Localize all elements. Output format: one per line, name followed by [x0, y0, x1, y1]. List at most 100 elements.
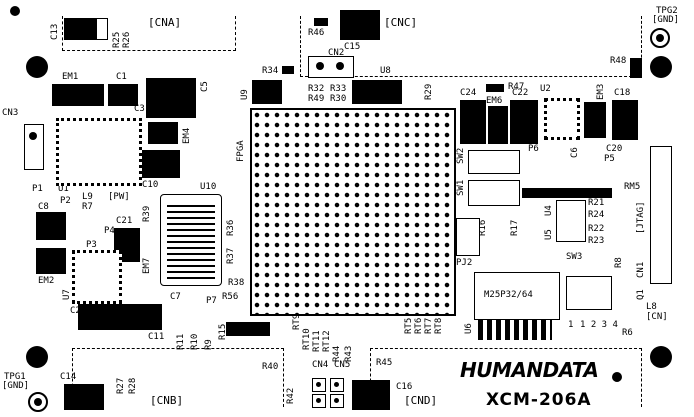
sw2-switch[interactable]	[468, 150, 520, 174]
ref-p6: P6	[528, 144, 539, 154]
r34-pad	[282, 66, 294, 74]
label-cn5: CN5	[334, 360, 351, 370]
u7-chip	[72, 250, 122, 304]
cn3-connector[interactable]	[24, 124, 44, 170]
ref-u8: U8	[380, 66, 391, 76]
label-cnc: [CNC]	[384, 16, 418, 29]
em6-filter	[488, 106, 508, 144]
ref-u2: U2	[540, 84, 551, 94]
ref-r10: R10	[190, 333, 200, 350]
u6-pins	[478, 320, 552, 340]
ref-r27: R27	[116, 377, 126, 394]
c23-cap	[78, 304, 162, 330]
ref-c1: C1	[116, 72, 127, 82]
ref-c16: C16	[396, 382, 413, 392]
ref-u9: U9	[240, 89, 250, 100]
rt-strip-bottom: RT9	[292, 313, 302, 330]
ref-u10: U10	[200, 182, 217, 192]
tpg2-testpoint[interactable]	[650, 28, 670, 48]
ref-r37: R37	[226, 247, 236, 264]
ref-r7: R7	[82, 202, 93, 212]
ref-em7: EM7	[142, 257, 152, 274]
ref-p4: P4	[104, 226, 115, 236]
ref-r21: R21	[588, 198, 605, 208]
fiducial-bottom-right	[612, 372, 622, 382]
ref-em2: EM2	[38, 276, 55, 286]
ref-c13: C13	[50, 23, 60, 40]
cn5-pin1[interactable]	[330, 378, 344, 392]
label-tpg1: TPG1	[4, 372, 26, 382]
ref-r6: R6	[622, 328, 633, 338]
ref-r45: R45	[376, 358, 393, 368]
c1-cap	[108, 84, 138, 106]
cn2-connector[interactable]	[308, 56, 354, 78]
ref-r42: R42	[286, 387, 296, 404]
tpg1-testpoint[interactable]	[28, 392, 48, 412]
label-cn2: CN2	[328, 48, 345, 58]
label-cnb: [CNB]	[150, 394, 184, 407]
ref-em6: EM6	[486, 96, 503, 106]
ref-u1: U1	[58, 184, 69, 194]
ref-r32: R32	[308, 84, 325, 94]
model-name: XCM-206A	[486, 390, 592, 410]
rt-strip-right-3: RT8	[434, 317, 444, 334]
label-jtag: [JTAG]	[636, 201, 646, 234]
cnd-outline	[370, 348, 642, 407]
ref-em1: EM1	[62, 72, 79, 82]
u1-chip	[56, 118, 142, 186]
u8-chip	[352, 80, 402, 104]
ref-c6: C6	[570, 147, 580, 158]
u4-chip	[556, 200, 586, 242]
mount-hole-top-right	[650, 56, 672, 78]
u9-chip	[252, 80, 282, 104]
label-cn3: CN3	[2, 108, 19, 118]
ref-r39: R39	[142, 205, 152, 222]
ref-u7: U7	[62, 289, 72, 300]
r47-pad	[486, 84, 504, 92]
ref-r30: R30	[330, 94, 347, 104]
cn4-pin1[interactable]	[312, 378, 326, 392]
humandata-logo: HUMANDATA	[460, 358, 599, 382]
ref-r26: R26	[122, 31, 132, 48]
c10-cap	[140, 150, 180, 178]
label-cnd: [CND]	[404, 394, 438, 407]
ref-rm5: RM5	[624, 182, 641, 192]
ref-c15: C15	[344, 42, 361, 52]
rt-strip-right-0: RT5	[404, 317, 414, 334]
label-pw: [PW]	[108, 192, 130, 202]
pj2-jumper[interactable]	[456, 218, 480, 256]
cnc-outline	[300, 16, 642, 77]
label-cn4: CN4	[312, 360, 329, 370]
ref-u6: U6	[464, 323, 474, 334]
label-pj2: PJ2	[456, 258, 473, 268]
ref-r24: R24	[588, 210, 605, 220]
ref-r48: R48	[610, 56, 627, 66]
ref-q1: Q1	[636, 289, 646, 300]
ref-c21: C21	[116, 216, 133, 226]
label-con: [CN]	[646, 312, 668, 322]
cn4-pin2[interactable]	[312, 394, 326, 408]
jtag-connector[interactable]	[650, 146, 672, 284]
ref-sw1: SW1	[456, 179, 466, 196]
sw3-dipswitch[interactable]	[566, 276, 612, 310]
c8-cap	[36, 212, 66, 240]
ref-c7: C7	[170, 292, 181, 302]
rt-strip-right-2: RT7	[424, 317, 434, 334]
ref-r29: R29	[424, 83, 434, 100]
ref-r28: R28	[128, 377, 138, 394]
u10-chip	[160, 194, 222, 286]
sw3-pin-numbers: 1 2 3 4	[580, 320, 618, 330]
label-cna: [CNA]	[148, 16, 182, 29]
flash-chip	[474, 272, 560, 320]
mount-hole-bottom-right	[650, 346, 672, 368]
sw1-switch[interactable]	[468, 180, 520, 206]
rt-strip-bottom-3: RT12	[322, 330, 332, 352]
ref-r17: R17	[510, 219, 520, 236]
cn5-pin2[interactable]	[330, 394, 344, 408]
ref-c10: C10	[142, 180, 159, 190]
cap-row-mid	[522, 188, 612, 198]
ref-r56: R56	[222, 292, 239, 302]
ref-c18: C18	[614, 88, 631, 98]
ref-c22: C22	[512, 88, 529, 98]
